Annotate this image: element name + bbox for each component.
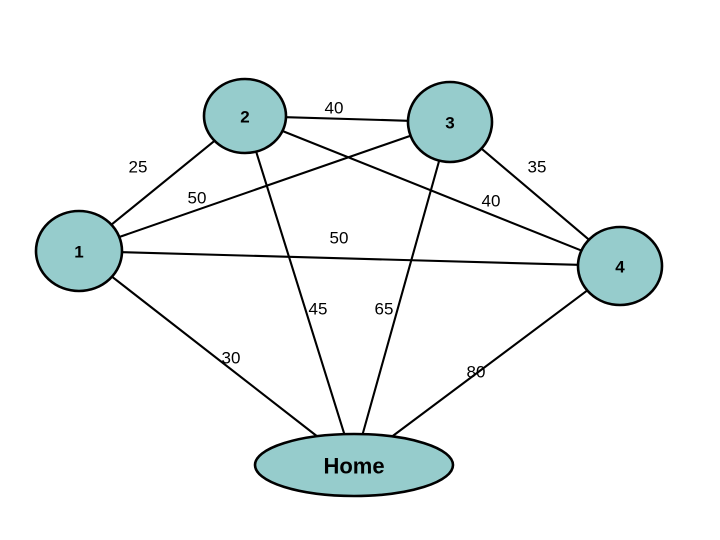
node-shape-home <box>253 432 455 498</box>
edges-layer <box>110 116 591 438</box>
edge-weight-4-home: 80 <box>467 363 486 382</box>
node-label-2: 2 <box>240 108 249 127</box>
node-label-1: 1 <box>74 243 83 262</box>
edge-3-home <box>361 159 441 436</box>
edge-2-4 <box>281 129 583 252</box>
edge-2-3 <box>284 116 410 122</box>
node-label-home: Home <box>323 454 384 479</box>
edge-weights-layer: 40 25 50 35 40 50 45 65 30 80 <box>129 99 547 382</box>
node-2[interactable]: 2 <box>202 77 288 155</box>
edge-2-home <box>255 150 346 436</box>
edge-weight-2-3: 40 <box>325 99 344 118</box>
node-shape-4 <box>576 225 664 307</box>
node-label-4: 4 <box>615 258 625 277</box>
edge-weight-1-3: 50 <box>188 189 207 208</box>
node-label-3: 3 <box>445 114 454 133</box>
node-shape-3 <box>406 80 494 164</box>
edge-weight-3-4: 35 <box>528 158 547 177</box>
edge-3-4 <box>480 147 591 241</box>
node-shape-1 <box>34 209 124 293</box>
edge-weight-2-4: 40 <box>482 192 501 211</box>
edge-weight-3-home: 65 <box>375 300 394 319</box>
edge-1-home <box>110 275 319 438</box>
node-home[interactable]: Home <box>253 432 455 498</box>
edge-1-4 <box>120 251 580 266</box>
node-1[interactable]: 1 <box>34 209 124 293</box>
node-4[interactable]: 4 <box>576 225 664 307</box>
edge-4-home <box>391 289 589 438</box>
node-3[interactable]: 3 <box>406 80 494 164</box>
edge-1-2 <box>110 139 216 226</box>
edge-weight-1-2: 25 <box>129 158 148 177</box>
edge-weight-1-4: 50 <box>330 229 349 248</box>
edge-weight-1-home: 30 <box>222 349 241 368</box>
node-shape-2 <box>202 77 288 155</box>
edge-weight-2-home: 45 <box>309 300 328 319</box>
edge-1-3 <box>118 134 412 239</box>
